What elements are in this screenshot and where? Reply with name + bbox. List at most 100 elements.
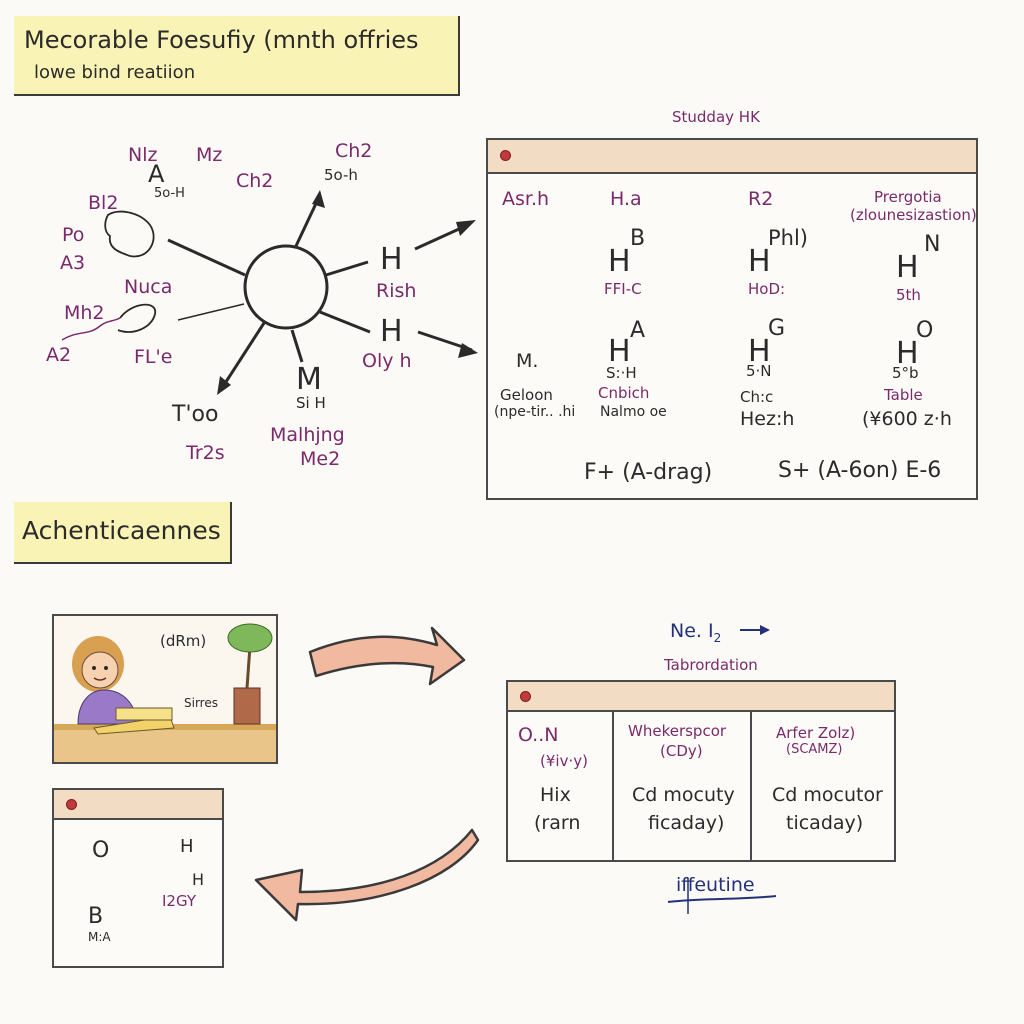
study-r2-left: M. <box>516 350 539 372</box>
study-panel-titlebar <box>488 140 976 174</box>
section-title: Achenticaennes <box>22 516 221 545</box>
mol-label-bl2: Bl2 <box>88 192 119 214</box>
section-title-banner: Achenticaennes <box>14 502 232 564</box>
study-r1-h1-sup: B <box>630 226 646 251</box>
mol-label-malhjng: Malhjng <box>270 424 345 446</box>
study-r3-c2a: Cnbich <box>598 384 650 402</box>
study-r2-h1-sup: A <box>630 318 646 343</box>
illustration-label: Sirres <box>184 696 218 710</box>
trans-top-label: Ne. I2 <box>670 620 721 645</box>
window-dot-icon <box>500 150 511 161</box>
mol-label-h-1: H <box>380 242 403 277</box>
trans-col1-v1: Hix <box>540 784 571 806</box>
trans-panel-titlebar <box>508 682 894 712</box>
illustration-panel <box>52 614 278 764</box>
study-r1-h1: H <box>608 244 631 279</box>
window-dot-icon <box>66 799 77 810</box>
reaction-bottom: M:A <box>88 930 111 944</box>
mol-label-rish: Rish <box>376 280 417 302</box>
trans-col1-v2: (rarn <box>534 812 581 834</box>
study-r3-c1a: Geloon <box>500 386 553 404</box>
trans-col2-v1: Cd mocuty <box>632 784 735 806</box>
trans-divider-2 <box>750 712 752 860</box>
study-r1-h3: H <box>896 250 919 285</box>
study-col-ha: H.a <box>610 188 642 210</box>
mol-label-mh2: Mh2 <box>64 302 105 324</box>
mol-label-h-2: H <box>380 314 403 349</box>
mol-label-nuca: Nuca <box>124 276 173 298</box>
mol-label-olyh: Oly h <box>362 350 412 372</box>
study-r2-h2-sub: 5·N <box>746 362 772 380</box>
study-col-asrh: Asr.h <box>502 188 550 210</box>
study-col-r2: R2 <box>748 188 774 210</box>
study-r2-h2: H <box>748 334 771 369</box>
study-r3-c3a: Ch:c <box>740 388 774 406</box>
mol-label-too: T'oo <box>172 402 219 427</box>
study-footer-left: F+ (A-drag) <box>584 460 713 485</box>
trans-top-label-text: Ne. I <box>670 620 714 642</box>
study-caption: Studday HK <box>672 108 760 126</box>
trans-col3-v2: ticaday) <box>786 812 864 834</box>
transformation-table <box>506 680 896 862</box>
mol-label-ch2-a: Ch2 <box>335 140 373 162</box>
trans-col1-head1: O..N <box>518 724 559 746</box>
mol-label-a: A <box>148 160 165 188</box>
mol-label-m: M <box>296 362 322 397</box>
study-footer-right: S+ (A-6on) E-6 <box>778 458 942 483</box>
mol-label-me2: Me2 <box>300 448 341 470</box>
trans-col2-v2: ficaday) <box>648 812 725 834</box>
trans-col3-head1: Arfer Zolz) <box>776 724 856 742</box>
study-r1-h3-sub: 5th <box>896 286 921 304</box>
trans-col1-head2: (¥iv·y) <box>540 752 588 770</box>
study-r2-h2-sup: G <box>768 316 786 341</box>
mol-label-ch2-b: Ch2 <box>236 170 274 192</box>
mol-label-fle: FL'e <box>134 346 173 368</box>
study-r2-h3-sup: O <box>916 318 934 343</box>
reaction-panel <box>52 788 224 968</box>
header-subtitle: lowe bind reatiion <box>34 62 196 83</box>
person-at-desk-illustration <box>54 623 276 762</box>
window-dot-icon <box>520 691 531 702</box>
study-r3-c4b: (¥600 z·h <box>862 408 952 430</box>
trans-col3-v1: Cd mocutor <box>772 784 883 806</box>
trans-caption: Tabrordation <box>664 656 758 674</box>
study-r1-h2: H <box>748 244 771 279</box>
header-title: Mecorable Foesufiy (mnth offries <box>24 26 419 54</box>
study-r3-c4a: Table <box>884 386 923 404</box>
study-panel <box>486 138 978 500</box>
study-r1-h2-sub: HoD: <box>748 280 786 298</box>
mol-label-po: Po <box>62 224 85 246</box>
trans-footer: iffeutine <box>676 874 755 896</box>
study-r1-h1-sub: FFI-C <box>604 280 642 298</box>
mol-label-5oh: 5o-h <box>324 166 358 184</box>
study-r2-h3: H <box>896 336 919 371</box>
study-r3-c3b: Hez:h <box>740 408 795 430</box>
trans-top-sub: 2 <box>713 630 722 645</box>
study-r2-h1: H <box>608 334 631 369</box>
study-col-prergotia: Prergotia <box>874 188 942 206</box>
illustration-bubble: (dRm) <box>160 632 207 650</box>
study-r1-h3-sup: N <box>924 232 941 257</box>
study-r2-h1-sub: S:·H <box>606 364 637 382</box>
mol-label-nlz: Nlz <box>128 144 158 166</box>
reaction-o-label: O <box>92 838 110 863</box>
study-col-zlounes: (zlounesizastion) <box>850 206 977 224</box>
mol-label-a3: A3 <box>60 252 86 274</box>
reaction-panel-titlebar <box>54 790 222 820</box>
trans-col2-head2: (CDy) <box>660 742 703 760</box>
study-r2-h3-sub: 5°b <box>892 364 919 382</box>
trans-divider-1 <box>612 712 614 860</box>
mol-label-tr2s: Tr2s <box>186 442 225 464</box>
reaction-code: I2GY <box>162 892 197 910</box>
mol-label-a2: A2 <box>46 344 72 366</box>
study-r3-c2b: Nalmo oe <box>600 404 667 420</box>
mol-label-sih: Si H <box>296 394 326 412</box>
header-banner: Mecorable Foesufiy (mnth offries lowe bi… <box>14 16 460 96</box>
mol-label-mz: Mz <box>196 144 223 166</box>
trans-col2-head1: Whekerspcor <box>628 722 727 740</box>
reaction-h2-label: H <box>192 870 205 889</box>
reaction-h-label: H <box>180 836 194 857</box>
trans-col3-head2: (SCAMZ) <box>786 742 843 757</box>
study-r1-h2-sup: Phl) <box>768 226 809 250</box>
mol-label-5oh-b: 5o-H <box>154 186 185 201</box>
